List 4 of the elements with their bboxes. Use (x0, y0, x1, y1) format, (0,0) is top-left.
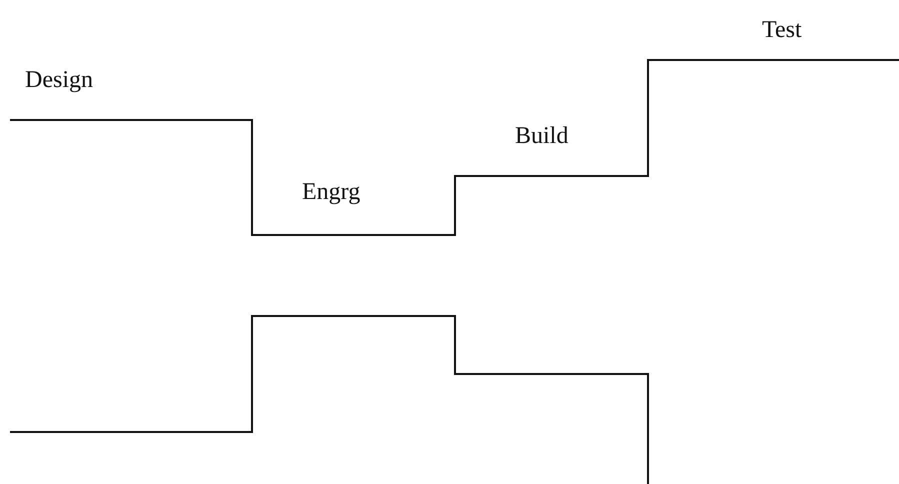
stage-label: Design (25, 68, 93, 92)
stage-label: Test (762, 18, 802, 42)
stage-label: Engrg (302, 180, 360, 204)
stage-label: Build (515, 124, 568, 148)
